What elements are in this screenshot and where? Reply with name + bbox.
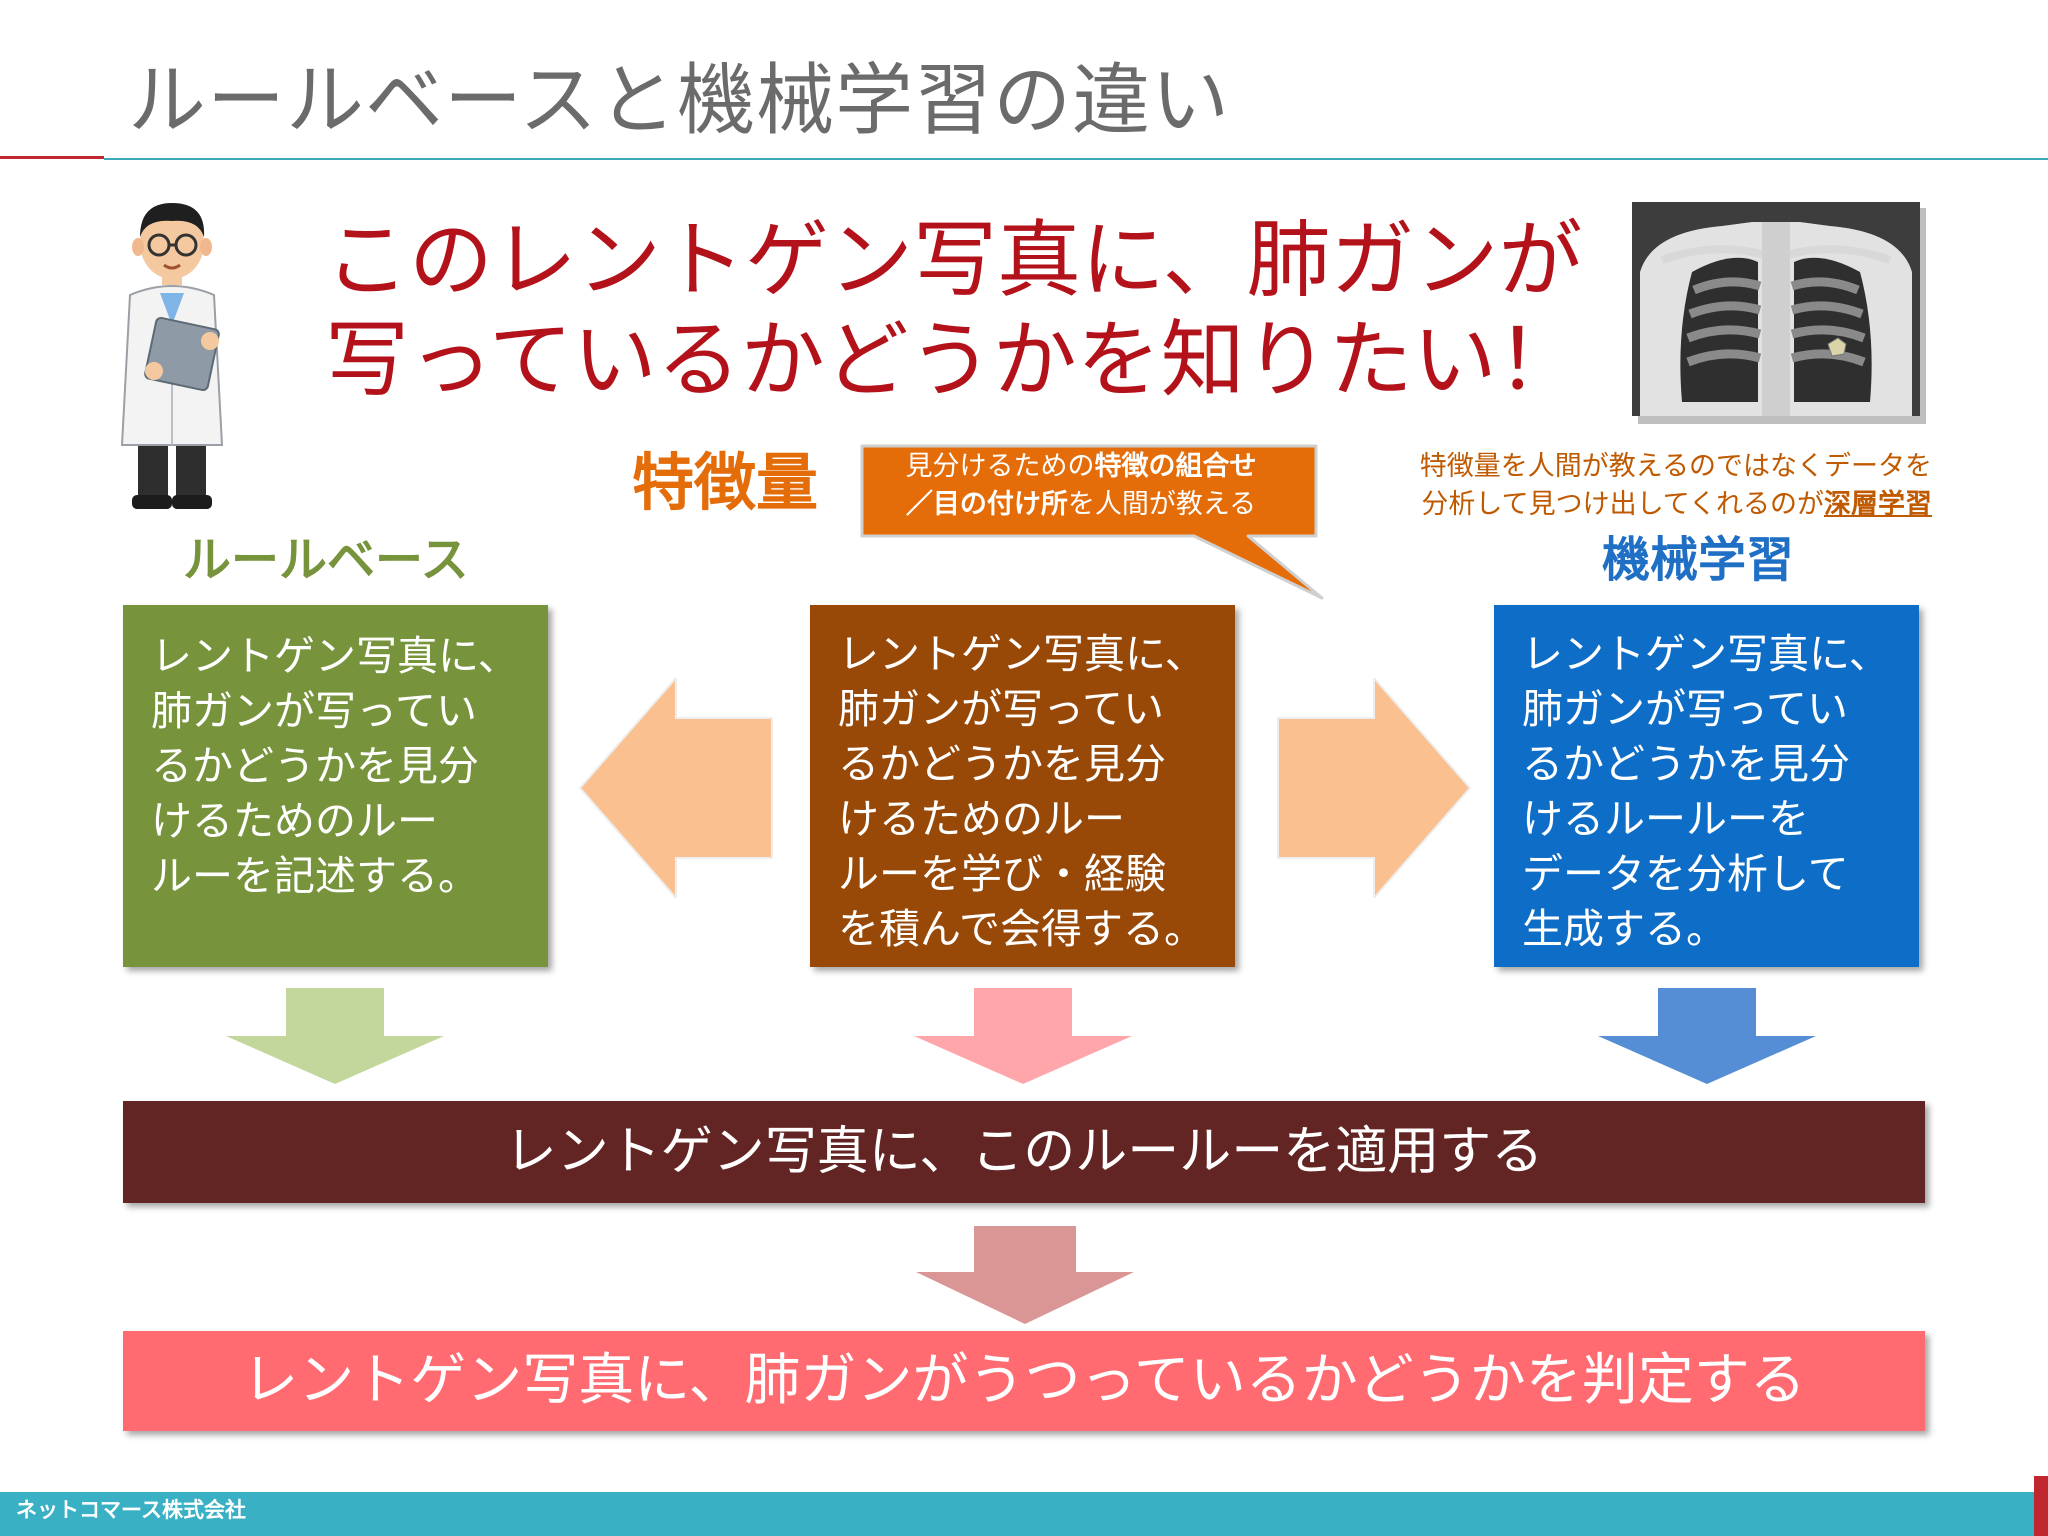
down-arrow-icon-rose <box>916 1226 1134 1324</box>
rule-box-line: るかどうかを見分 <box>151 742 479 790</box>
feature-box-line: 肺ガンが写ってい <box>838 685 1164 733</box>
ml-box-line: 肺ガンが写ってい <box>1522 685 1848 733</box>
feature-box-line: けるためのルー <box>838 795 1125 843</box>
feature-bubble-text: 見分けるための特徴の組合せ ／目の付け所を人間が教える <box>866 448 1296 524</box>
judge-result-bar: レントゲン写真に、肺ガンがうつっているかどうかを判定する <box>123 1331 1925 1431</box>
rule-based-label: ルールベース <box>183 532 469 588</box>
rule-box-line: レントゲン写真に、 <box>151 632 519 680</box>
ml-note-line-2a: 分析して見つけ出してくれるのが <box>1421 489 1824 520</box>
rule-box-line: ルーを記述する。 <box>151 852 479 900</box>
feature-box-line: を積んで会得する。 <box>838 905 1205 953</box>
doctor-icon <box>120 203 224 509</box>
apply-rule-bar: レントゲン写真に、このルールーを適用する <box>123 1101 1925 1203</box>
title-underline <box>104 158 2048 160</box>
footer-accent <box>2034 1476 2048 1536</box>
title-underline-accent <box>0 156 104 159</box>
company-name: ネットコマース株式会社 <box>16 1498 246 1522</box>
down-arrow-icon-blue <box>1598 988 1816 1084</box>
rule-box-line: けるためのルー <box>151 797 438 845</box>
feature-box-line: るかどうかを見分 <box>838 740 1166 788</box>
down-arrow-icon-green <box>226 988 444 1084</box>
machine-learning-box: レントゲン写真に、 肺ガンが写ってい るかどうかを見分 けるルールーを データを… <box>1494 605 1919 967</box>
deep-learning-term: 深層学習 <box>1824 489 1932 520</box>
bubble-line-1: 見分けるための特徴の組合せ <box>866 448 1296 486</box>
feature-box: レントゲン写真に、 肺ガンが写ってい るかどうかを見分 けるためのルー ルーを学… <box>810 605 1235 967</box>
feature-box-line: レントゲン写真に、 <box>838 630 1206 678</box>
bubble-line-1a: 見分けるための <box>905 451 1095 482</box>
feature-label: 特徴量 <box>632 446 819 519</box>
chest-xray-icon <box>1632 202 1926 424</box>
down-arrow-icon-pink <box>914 988 1132 1084</box>
deep-learning-note: 特徴量を人間が教えるのではなくデータを 分析して見つけ出してくれるのが深層学習 <box>1352 448 1932 524</box>
footer-bar <box>0 1492 2048 1536</box>
ml-box-line: るかどうかを見分 <box>1522 740 1850 788</box>
question-line-1: このレントゲン写真に、肺ガンが <box>325 211 1583 309</box>
ml-box-line: データを分析して <box>1522 850 1849 898</box>
bubble-line-1b: 特徴の組合せ <box>1094 451 1257 482</box>
ml-box-line: 生成する。 <box>1522 905 1727 953</box>
ml-note-line-1: 特徴量を人間が教えるのではなくデータを <box>1419 451 1932 482</box>
question-text: このレントゲン写真に、肺ガンが 写っているかどうかを知りたい！ <box>325 210 1583 410</box>
feature-box-line: ルーを学び・経験 <box>838 850 1166 898</box>
ml-box-line: けるルールーを <box>1522 795 1809 843</box>
question-line-2: 写っているかどうかを知りたい！ <box>325 311 1581 409</box>
rule-based-box: レントゲン写真に、 肺ガンが写ってい るかどうかを見分 けるためのルー ルーを記… <box>123 605 548 967</box>
bubble-line-2: ／目の付け所を人間が教える <box>866 486 1296 524</box>
rule-box-line: 肺ガンが写ってい <box>151 687 477 735</box>
right-arrow-icon <box>1277 678 1472 898</box>
page-title: ルールベースと機械学習の違い <box>128 56 1231 146</box>
bubble-line-2a: ／目の付け所 <box>905 489 1068 520</box>
bubble-line-2b: を人間が教える <box>1067 489 1257 520</box>
machine-learning-label: 機械学習 <box>1602 532 1795 588</box>
ml-box-line: レントゲン写真に、 <box>1522 630 1890 678</box>
speech-bubble <box>860 444 1324 600</box>
left-arrow-icon <box>578 678 773 898</box>
ml-note-line-2: 分析して見つけ出してくれるのが深層学習 <box>1352 486 1932 524</box>
